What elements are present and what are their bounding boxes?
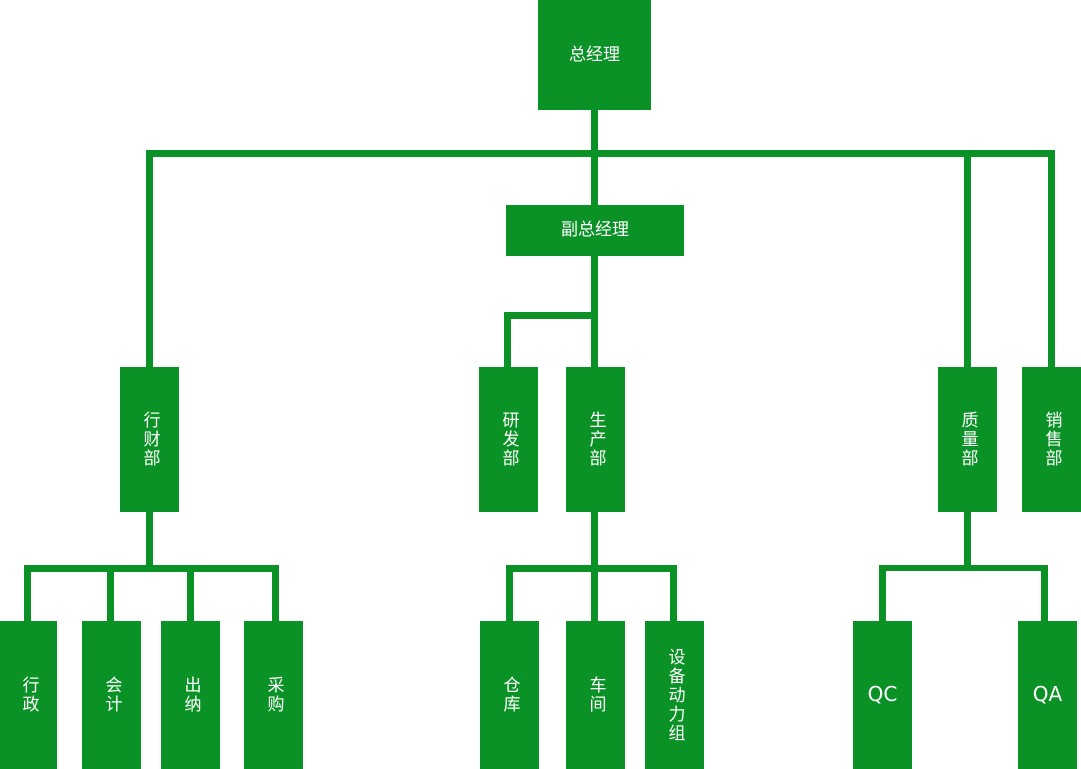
node-label-quality-dept: 质量部 [957,411,978,468]
edge-deputy-trunk [591,256,598,316]
node-deputy-general-manager[interactable]: 副总经理 [506,205,684,256]
node-label-cashier: 出纳 [180,676,201,714]
node-accounting[interactable]: 会计 [82,621,141,769]
node-qc[interactable]: QC [853,621,912,769]
node-procurement[interactable]: 采购 [244,621,303,769]
node-label-rd-dept: 研发部 [498,411,519,468]
node-qa[interactable]: QA [1018,621,1077,769]
node-label-accounting: 会计 [101,676,122,714]
edge-admin-finance-to-administration [24,565,31,625]
node-label-administration: 行政 [18,676,39,714]
node-equipment-power-group[interactable]: 设备动力组 [645,621,704,769]
node-rd-dept[interactable]: 研发部 [479,367,538,512]
edge-admin-finance-to-procurement [272,565,279,625]
edge-quality-to-qc [879,565,886,625]
edge-deputy-bus [504,312,598,319]
edge-gm-trunk [591,110,598,157]
edge-quality-bus [879,565,1048,571]
node-administration[interactable]: 行政 [0,621,57,769]
node-quality-dept[interactable]: 质量部 [938,367,997,512]
node-sales-dept[interactable]: 销售部 [1022,367,1081,512]
edge-deputy-to-production [591,312,598,370]
node-workshop[interactable]: 车间 [566,621,625,769]
node-label-workshop: 车间 [585,676,606,714]
edge-admin-finance-to-cashier [187,565,194,625]
node-label-qa: QA [1032,682,1063,707]
node-label-deputy-general-manager: 副总经理 [561,220,629,241]
node-label-warehouse: 仓库 [499,676,520,714]
edge-gm-to-quality [964,150,971,370]
edge-quality-trunk [964,512,971,570]
edge-gm-to-sales [1048,150,1055,370]
edge-admin-finance-bus [24,565,279,572]
edge-admin-finance-trunk [146,512,153,570]
edge-deputy-to-rd [504,312,511,370]
node-admin-finance-dept[interactable]: 行财部 [120,367,179,512]
edge-quality-to-qa [1041,565,1048,625]
edge-production-to-warehouse [506,565,513,625]
edge-production-to-equipment-power [670,565,677,625]
edge-gm-bus [146,150,1055,157]
edge-production-to-workshop [591,565,598,625]
node-cashier[interactable]: 出纳 [161,621,220,769]
node-warehouse[interactable]: 仓库 [480,621,539,769]
edge-gm-to-admin-finance [146,150,153,370]
edge-production-trunk [591,512,598,570]
edge-gm-to-deputy [591,150,598,207]
node-production-dept[interactable]: 生产部 [566,367,625,512]
node-label-general-manager: 总经理 [569,44,620,65]
node-label-procurement: 采购 [263,676,284,714]
node-label-admin-finance-dept: 行财部 [139,411,160,468]
edge-admin-finance-to-accounting [107,565,114,625]
node-label-sales-dept: 销售部 [1041,411,1062,468]
node-general-manager[interactable]: 总经理 [538,0,651,110]
node-label-qc: QC [867,682,898,707]
node-label-equipment-power-group: 设备动力组 [664,647,685,743]
node-label-production-dept: 生产部 [585,411,606,468]
